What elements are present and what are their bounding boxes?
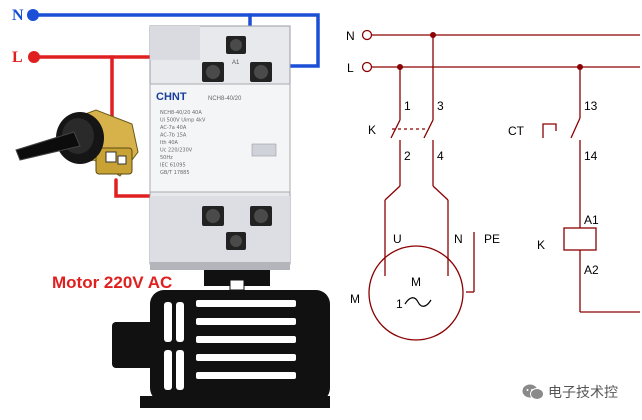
watermark-text: 电子技术控: [548, 385, 618, 401]
motor-inner-label: M: [411, 275, 421, 289]
schematic-labels: N L K 1 3 2 4 CT 13 14 K A1 A2 U N PE M …: [346, 29, 599, 311]
contactor-spec-line: Ui 500V Uimp 4kV: [160, 118, 206, 124]
chat-bubble-icon: [522, 384, 544, 400]
contactor-spec-line: 50Hz: [160, 155, 173, 161]
ct-contact-terminal-14: 14: [584, 149, 598, 163]
contactor-indicator-window: [251, 143, 277, 157]
ct-contact-label: CT: [508, 124, 525, 138]
motor-caption: Motor 220V AC: [52, 273, 172, 292]
coil-terminal-a1: A1: [584, 213, 599, 227]
motor-label: M: [350, 292, 360, 306]
motor-pe-label: PE: [484, 232, 500, 246]
schematic-n-label: N: [346, 29, 355, 43]
contactor-spec-line: AC-7a 40A: [160, 125, 187, 131]
motor-ac-symbol: [404, 297, 432, 307]
contactor-spec-line: Uc 220/230V: [160, 148, 193, 154]
motor-n-label: N: [454, 232, 463, 246]
ct-contact-terminal-13: 13: [584, 99, 598, 113]
rotary-switch: [15, 109, 139, 177]
contactor-spec-line: GB/T 17885: [160, 170, 190, 176]
schematic-l-label: L: [347, 61, 354, 75]
k-contact-terminal-1: 1: [404, 99, 411, 113]
motor-body: [112, 270, 330, 408]
contactor-model: NCH8-40/20: [208, 96, 242, 102]
n-terminal-label: N: [12, 7, 24, 24]
schematic-junctions: [397, 32, 583, 70]
n-terminal-dot: [27, 9, 39, 21]
contactor-terminals: [202, 36, 272, 250]
motor-u-label: U: [393, 232, 402, 246]
contactor-top-terminal-label: A1: [232, 60, 240, 66]
contactor-spec-line: Ith 40A: [160, 140, 179, 146]
k-contact-label: K: [368, 123, 376, 137]
watermark: 电子技术控: [522, 381, 640, 403]
k-contact-terminal-2: 2: [404, 149, 411, 163]
contactor-spec-line: IEC 61095: [160, 163, 186, 169]
coil-label: K: [537, 238, 545, 252]
contactor-brand: CHNT: [156, 91, 187, 103]
coil-terminal-a2: A2: [584, 263, 599, 277]
l-terminal-dot: [28, 51, 40, 63]
contactor-spec-line: NCH8-40/20 40A: [160, 110, 202, 116]
contactor-spec-line: AC-7b 15A: [160, 133, 187, 139]
schematic: [361, 29, 640, 341]
motor-phase-label: 1: [396, 297, 403, 311]
l-terminal-label: L: [12, 49, 23, 66]
k-contact-terminal-4: 4: [437, 149, 444, 163]
k-contact-terminal-3: 3: [437, 99, 444, 113]
